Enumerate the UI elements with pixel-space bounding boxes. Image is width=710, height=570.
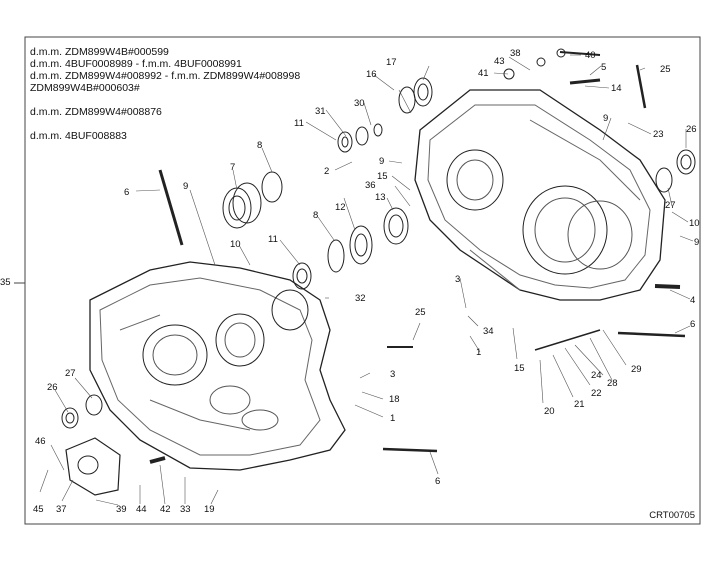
callout-27b: 27: [65, 368, 76, 379]
note-line: d.m.m. ZDM899W4B#000599: [30, 46, 169, 58]
callout-15a: 15: [377, 171, 388, 182]
callouts: 1 1 2 3 3 4 5 6 6 6 6 7 8 8 9 9 9 9 10 1…: [33, 48, 700, 515]
callout-6b: 6: [690, 319, 695, 330]
callout-18: 18: [389, 394, 400, 405]
callout-33: 33: [180, 504, 191, 515]
callout-34: 34: [483, 326, 494, 337]
callout-45: 45: [33, 504, 44, 515]
callout-44: 44: [136, 504, 147, 515]
callout-21: 21: [574, 399, 585, 410]
callout-46: 46: [35, 436, 46, 447]
diagram-frame: [24, 36, 701, 525]
callout-6c: 6: [435, 476, 440, 487]
callout-11a: 11: [294, 118, 304, 129]
callout-29: 29: [631, 364, 642, 375]
callout-16: 16: [366, 69, 377, 80]
callout-43: 43: [494, 56, 505, 67]
callout-1b: 1: [390, 413, 395, 424]
callout-3b: 3: [390, 369, 395, 380]
callout-23: 23: [653, 129, 664, 140]
callout-40: 40: [585, 50, 596, 61]
callout-9a: 9: [183, 181, 188, 192]
callout-41: 41: [478, 68, 489, 79]
serial-range-notes: d.m.m. ZDM899W4B#000599 d.m.m. 4BUF00089…: [30, 46, 300, 142]
callout-39: 39: [116, 504, 127, 515]
callout-25a: 25: [660, 64, 671, 75]
note-line: d.m.m. 4BUF0008989 - f.m.m. 4BUF0008991: [30, 58, 242, 70]
callout-5: 5: [601, 62, 606, 73]
callout-14: 14: [611, 83, 622, 94]
note-line: ZDM899W4B#000603#: [30, 82, 140, 94]
callout-36: 36: [365, 180, 376, 191]
drawing-code: CRT00705: [647, 510, 697, 521]
callout-10b: 10: [689, 218, 700, 229]
callout-6a: 6: [124, 187, 129, 198]
callout-32: 32: [355, 293, 366, 304]
callout-2: 2: [324, 166, 329, 177]
leader-lines: [39, 54, 694, 506]
callout-26a: 26: [686, 124, 697, 135]
callout-9c: 9: [603, 113, 608, 124]
callout-37: 37: [56, 504, 67, 515]
note-line: d.m.m. ZDM899W4#008876: [30, 106, 162, 118]
callout-15b: 15: [514, 363, 525, 374]
callout-4: 4: [690, 295, 695, 306]
callout-1a: 1: [476, 347, 481, 358]
callout-12: 12: [335, 202, 346, 213]
callout-13: 13: [375, 192, 386, 203]
callout-27a: 27: [665, 200, 676, 211]
callout-31: 31: [315, 106, 326, 117]
callout-9d: 9: [694, 237, 699, 248]
callout-3a: 3: [455, 274, 460, 285]
callout-11b: 11: [268, 234, 278, 245]
callout-26b: 26: [47, 382, 58, 393]
callout-20: 20: [544, 406, 555, 417]
note-line: d.m.m. ZDM899W4#008992 - f.m.m. ZDM899W4…: [30, 70, 301, 82]
callout-7: 7: [230, 162, 235, 173]
callout-30: 30: [354, 98, 365, 109]
callout-38: 38: [510, 48, 521, 59]
callout-8a: 8: [257, 140, 262, 151]
callout-19: 19: [204, 504, 215, 515]
callout-8b: 8: [313, 210, 318, 221]
note-line: d.m.m. 4BUF008883: [30, 130, 127, 142]
side-reference-number: 35: [0, 277, 11, 288]
note-spacer: [30, 94, 300, 106]
callout-9b: 9: [379, 156, 384, 167]
callout-22: 22: [591, 388, 602, 399]
callout-28: 28: [607, 378, 618, 389]
crankcase-artwork: [61, 48, 696, 496]
callout-25b: 25: [415, 307, 426, 318]
callout-10a: 10: [230, 239, 241, 250]
callout-42: 42: [160, 504, 171, 515]
callout-24: 24: [591, 370, 602, 381]
callout-17: 17: [386, 57, 397, 68]
note-spacer: [30, 118, 300, 130]
